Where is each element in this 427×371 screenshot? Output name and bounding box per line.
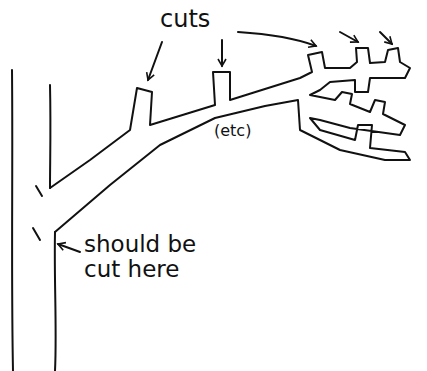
cut-here-note: should be cut here (84, 232, 234, 283)
cuts-label: cuts (160, 6, 210, 32)
leader-arrow (221, 40, 223, 66)
branch-outline (50, 48, 410, 232)
trunk-right-upper (49, 85, 51, 188)
leader-arrow (380, 32, 392, 44)
leader-arrow (238, 32, 316, 46)
cut-mark (36, 186, 42, 196)
etc-label: (etc) (214, 122, 251, 140)
leader-arrow (340, 32, 358, 42)
trunk-right-lower (54, 232, 57, 371)
trunk-left (12, 70, 13, 371)
leader-arrow (148, 42, 162, 80)
leader-arrow (58, 244, 80, 252)
cut-mark (33, 228, 40, 240)
